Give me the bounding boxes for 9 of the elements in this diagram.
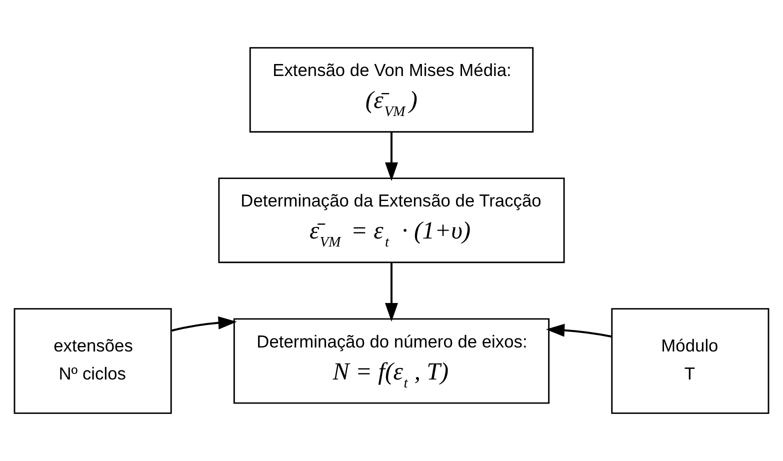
node-box: Determinação do número de eixos: N = f(ε$_{t}$, T) — [233, 318, 550, 404]
node-box: extensões Nº ciclos — [14, 308, 172, 414]
arrow — [385, 262, 398, 322]
arrow — [385, 132, 398, 181]
arrow — [546, 324, 612, 338]
node-box: Extensão de Von Mises Média: (ε̄$_{VM}$) — [249, 47, 534, 133]
arrow — [171, 316, 237, 332]
node-box: Módulo T — [611, 308, 770, 414]
node-box: Determinação da Extensão de Tracção ε̄$_{VM}$ = ε$_{t}$ · (1+υ) — [218, 178, 565, 264]
